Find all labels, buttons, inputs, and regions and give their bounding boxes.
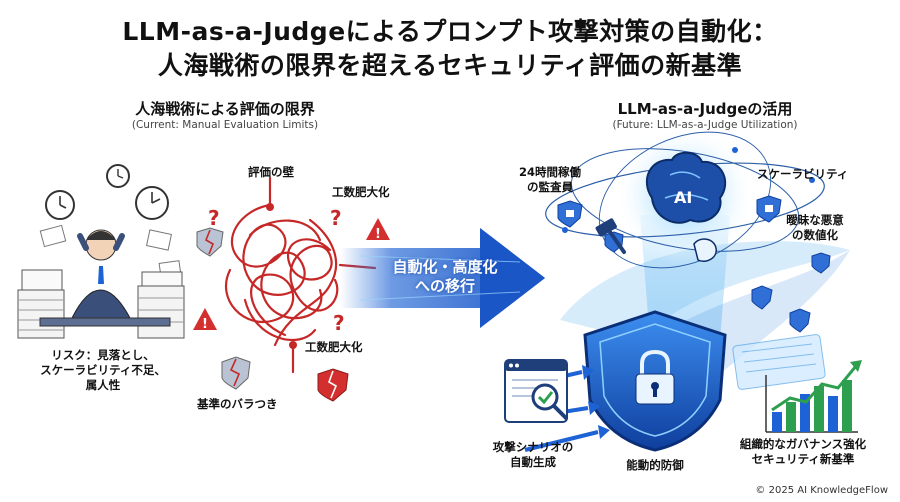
lock-icon <box>635 349 675 405</box>
label-governance: 組織的なガバナンス強化 セキュリティ新基準 <box>739 437 867 466</box>
desk <box>39 317 171 327</box>
shield-icon <box>789 308 811 333</box>
left-subheading: (Current: Manual Evaluation Limits) <box>131 119 319 131</box>
label-scenario-generation: 攻撃シナリオの 自動生成 <box>492 440 574 469</box>
warning-icon: ! <box>366 218 390 242</box>
transition-arrow <box>340 228 545 328</box>
hand-icon <box>693 238 717 262</box>
question-icon: ? <box>208 206 220 230</box>
label-24h-auditor: 24時間稼働 の監査員 <box>518 165 581 194</box>
question-icon: ? <box>330 206 342 230</box>
label-quantify-malice: 曖昧な悪意 の数値化 <box>786 213 844 242</box>
right-subheading: (Future: LLM-as-a-Judge Utilization) <box>612 119 798 131</box>
main-title-line1: LLM-as-a-Judgeによるプロンプト攻撃対策の自動化： <box>122 17 778 46</box>
label-proactive-defense: 能動的防御 <box>626 458 684 472</box>
shield-icon <box>557 200 583 228</box>
svg-text:!: ! <box>202 317 208 332</box>
main-title-line2: 人海戦術の限界を超えるセキュリティ評価の新基準 <box>157 51 743 80</box>
paper-stack-right <box>137 271 185 339</box>
transition-arrow-label: 自動化・高度化 への移行 <box>392 258 498 295</box>
broken-shield-icon <box>221 356 251 390</box>
label-inconsistency: 基準のバラつき <box>197 397 278 411</box>
tangle-group <box>224 176 377 374</box>
clock-icon <box>45 190 75 220</box>
wall-marker <box>266 203 274 211</box>
ai-scene: AI <box>504 125 862 452</box>
brain-icon: AI <box>645 151 727 224</box>
ai-badge-text: AI <box>674 188 692 207</box>
right-heading: LLM-as-a-Judgeの活用 <box>617 100 793 118</box>
label-evaluation-wall: 評価の壁 <box>248 165 294 179</box>
stressed-worker-group <box>17 164 185 339</box>
clock-icon <box>135 186 169 220</box>
magnifier-check-icon <box>531 383 568 420</box>
broken-shield-icon <box>196 227 224 257</box>
question-icon: ? <box>333 311 345 335</box>
warning-icon: ! <box>193 308 217 332</box>
label-effort-bloat-top: 工数肥大化 <box>332 185 390 199</box>
left-heading: 人海戦術による評価の限界 <box>135 100 315 118</box>
clock-icon <box>106 164 130 188</box>
shield-icon <box>751 285 773 310</box>
effort-marker <box>289 341 297 349</box>
worker-figure <box>71 229 131 319</box>
broken-heart-shield-icon <box>317 368 349 402</box>
label-risk: リスク：見落とし、 スケーラビリティ不足、 属人性 <box>40 348 166 392</box>
shield-icon <box>756 195 782 223</box>
gavel-icon <box>595 218 626 254</box>
paper-stack-left <box>17 269 65 339</box>
label-effort-bloat-bottom: 工数肥大化 <box>305 340 363 354</box>
copyright: © 2025 AI KnowledgeFlow <box>755 485 888 496</box>
label-scalability: スケーラビリティ <box>757 167 849 181</box>
shield-icon <box>811 252 831 274</box>
data-panel <box>732 334 826 390</box>
svg-text:!: ! <box>375 227 381 242</box>
growth-chart-icon <box>765 360 862 433</box>
